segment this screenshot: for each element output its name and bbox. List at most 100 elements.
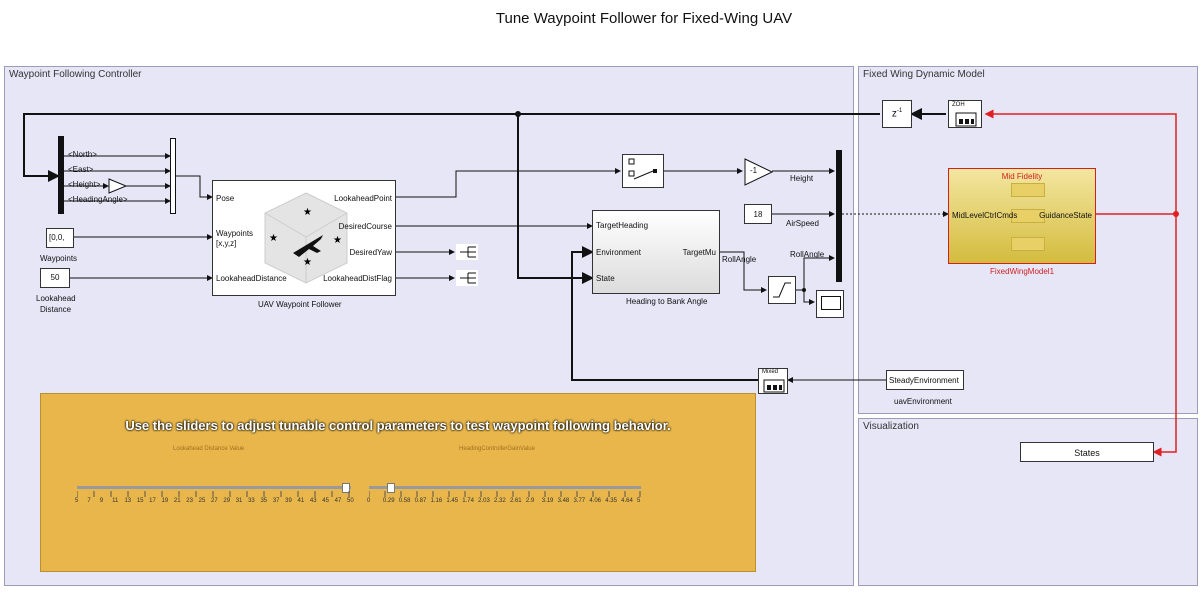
slider-tick-label: 25 bbox=[198, 498, 206, 504]
slider1-tickmarks bbox=[77, 491, 350, 497]
slider-tick-label: 11 bbox=[112, 498, 119, 504]
unit-delay-block[interactable]: z-1 bbox=[882, 100, 912, 128]
bus-creator[interactable] bbox=[170, 138, 176, 214]
scope-screen-icon bbox=[821, 296, 841, 310]
terminator-yaw-icon[interactable] bbox=[456, 244, 478, 260]
svg-text:★: ★ bbox=[303, 257, 312, 268]
svg-text:★: ★ bbox=[303, 207, 312, 218]
follower-port-desired-yaw: DesiredYaw bbox=[349, 248, 392, 257]
follower-port-waypoints-sub: [x,y,z] bbox=[216, 239, 237, 248]
heading-port-target: TargetHeading bbox=[596, 221, 649, 230]
scope-block[interactable] bbox=[816, 290, 844, 318]
selector-heading-label: <HeadingAngle> bbox=[68, 195, 128, 204]
slider1-thumb[interactable] bbox=[341, 483, 350, 493]
slider1-track[interactable] bbox=[77, 486, 351, 489]
follower-port-lookahead-point: LookaheadPoint bbox=[334, 194, 392, 203]
zoh-label: ZOH bbox=[952, 102, 965, 108]
model-name: FixedWingModel1 bbox=[990, 267, 1055, 276]
slider-tick-label: 31 bbox=[235, 498, 243, 504]
model-port-in: MidLevelCtrlCmds bbox=[952, 211, 1018, 220]
slider-tick-label: 4.35 bbox=[605, 498, 617, 504]
slider-tick-label: 21 bbox=[173, 498, 181, 504]
slider-tick-label: 2.61 bbox=[509, 498, 522, 504]
mixed-label: Mixed bbox=[762, 369, 779, 375]
heading-to-bank-block[interactable]: TargetHeading Environment State TargetMu bbox=[592, 210, 720, 294]
heading-block-name: Heading to Bank Angle bbox=[626, 297, 708, 306]
svg-text:★: ★ bbox=[333, 235, 342, 246]
slider-tick-label: 15 bbox=[136, 498, 144, 504]
slider-tick-label: 1.45 bbox=[446, 498, 459, 504]
signal-roll2-label: RollAngle bbox=[790, 250, 825, 259]
selector-north-label: <North> bbox=[68, 150, 97, 159]
uav-waypoint-follower-block[interactable]: ★ ★ ★ ★ Pose Waypoints [x,y,z] Lookahead… bbox=[212, 180, 396, 296]
slider-tick-label: 4.64 bbox=[621, 498, 633, 504]
slider-tick-label: 4.06 bbox=[589, 498, 602, 504]
zoh-block[interactable]: ZOH bbox=[948, 100, 982, 128]
delay-exp: -1 bbox=[896, 108, 903, 114]
selector-height-label: <Height> bbox=[68, 180, 101, 189]
slider-tick-label: 0.58 bbox=[398, 498, 411, 504]
signal-airspeed-label: AirSpeed bbox=[786, 219, 819, 228]
steady-environment-block[interactable]: SteadyEnvironment bbox=[886, 370, 964, 390]
slider-instruction: Use the sliders to adjust tunable contro… bbox=[125, 418, 671, 433]
follower-port-lookahead: LookaheadDistance bbox=[216, 274, 287, 283]
lookahead-constant[interactable]: 50 bbox=[40, 268, 70, 288]
area-title-controller: Waypoint Following Controller bbox=[9, 69, 142, 80]
saturation-block[interactable] bbox=[768, 276, 796, 304]
slider-tick-label: 3.48 bbox=[557, 498, 570, 504]
selector-east-label: <East> bbox=[68, 165, 94, 174]
slider-tick-label: 3.77 bbox=[573, 498, 586, 504]
slider-tick-label: 33 bbox=[248, 498, 255, 504]
signal-roll-label: RollAngle bbox=[722, 255, 757, 264]
slider-tick-label: 27 bbox=[211, 498, 218, 504]
slider-tick-label: 2.03 bbox=[478, 498, 490, 504]
slider-tick-label: 0 bbox=[367, 498, 371, 504]
slider-tick-label: 39 bbox=[285, 498, 292, 504]
slider-tick-label: 17 bbox=[149, 498, 156, 504]
slider-tick-label: 41 bbox=[297, 498, 305, 504]
slider-tick-label: 2.32 bbox=[494, 498, 506, 504]
terminator-flag-icon[interactable] bbox=[456, 270, 478, 286]
diagram-title: Tune Waypoint Follower for Fixed-Wing UA… bbox=[495, 10, 793, 27]
model-port-out: GuidanceState bbox=[1039, 211, 1092, 220]
area-title-visualization: Visualization bbox=[863, 421, 919, 432]
fixed-wing-model-block[interactable]: Mid Fidelity MidLevelCtrlCmds GuidanceSt… bbox=[948, 168, 1096, 264]
follower-port-waypoints: Waypoints bbox=[216, 229, 254, 238]
signal-height-label: Height bbox=[790, 174, 814, 183]
slider-tick-label: 50 bbox=[347, 498, 354, 504]
slider-tick-label: 1.74 bbox=[462, 498, 474, 504]
mixed-rate-block[interactable]: Mixed bbox=[758, 368, 788, 394]
negate-gain-icon[interactable] bbox=[108, 178, 128, 194]
switch-block[interactable] bbox=[622, 154, 664, 188]
mux-bar[interactable] bbox=[836, 150, 842, 282]
slider-tick-label: 3.19 bbox=[541, 498, 554, 504]
slider-tick-label: 0.87 bbox=[414, 498, 427, 504]
bus-selector[interactable] bbox=[58, 136, 64, 214]
waypoints-constant[interactable]: [0,0, bbox=[46, 228, 74, 248]
gain-block-icon[interactable] bbox=[744, 158, 774, 186]
uav-cube-icon: ★ ★ ★ ★ bbox=[264, 192, 348, 284]
model-subblock-mid bbox=[1011, 209, 1045, 223]
slider2-track[interactable] bbox=[369, 486, 641, 489]
slider-tick-label: 9 bbox=[99, 498, 104, 504]
slider2-thumb[interactable] bbox=[386, 483, 395, 493]
slider2-tickmarks bbox=[369, 491, 641, 497]
follower-port-desired-course: DesiredCourse bbox=[338, 222, 392, 231]
heading-port-state: State bbox=[596, 274, 615, 283]
follower-port-pose: Pose bbox=[216, 194, 235, 203]
svg-text:★: ★ bbox=[269, 233, 278, 244]
airspeed-constant[interactable]: 18 bbox=[744, 204, 772, 224]
slider-tick-label: 43 bbox=[309, 498, 317, 504]
slider-tick-label: 2.9 bbox=[525, 498, 535, 504]
slider-tick-label: 5 bbox=[637, 498, 641, 504]
delay-z: z bbox=[891, 108, 897, 120]
slider-tick-label: 13 bbox=[124, 498, 132, 504]
lookahead-label-line2: Distance bbox=[40, 305, 72, 314]
slider2-caption: HeadingControllerGainValue bbox=[459, 446, 535, 452]
slider-tick-label: 23 bbox=[186, 498, 193, 504]
states-block[interactable]: States bbox=[1020, 442, 1154, 462]
lookahead-label-line1: Lookahead bbox=[36, 294, 76, 303]
heading-port-out: TargetMu bbox=[682, 248, 716, 257]
